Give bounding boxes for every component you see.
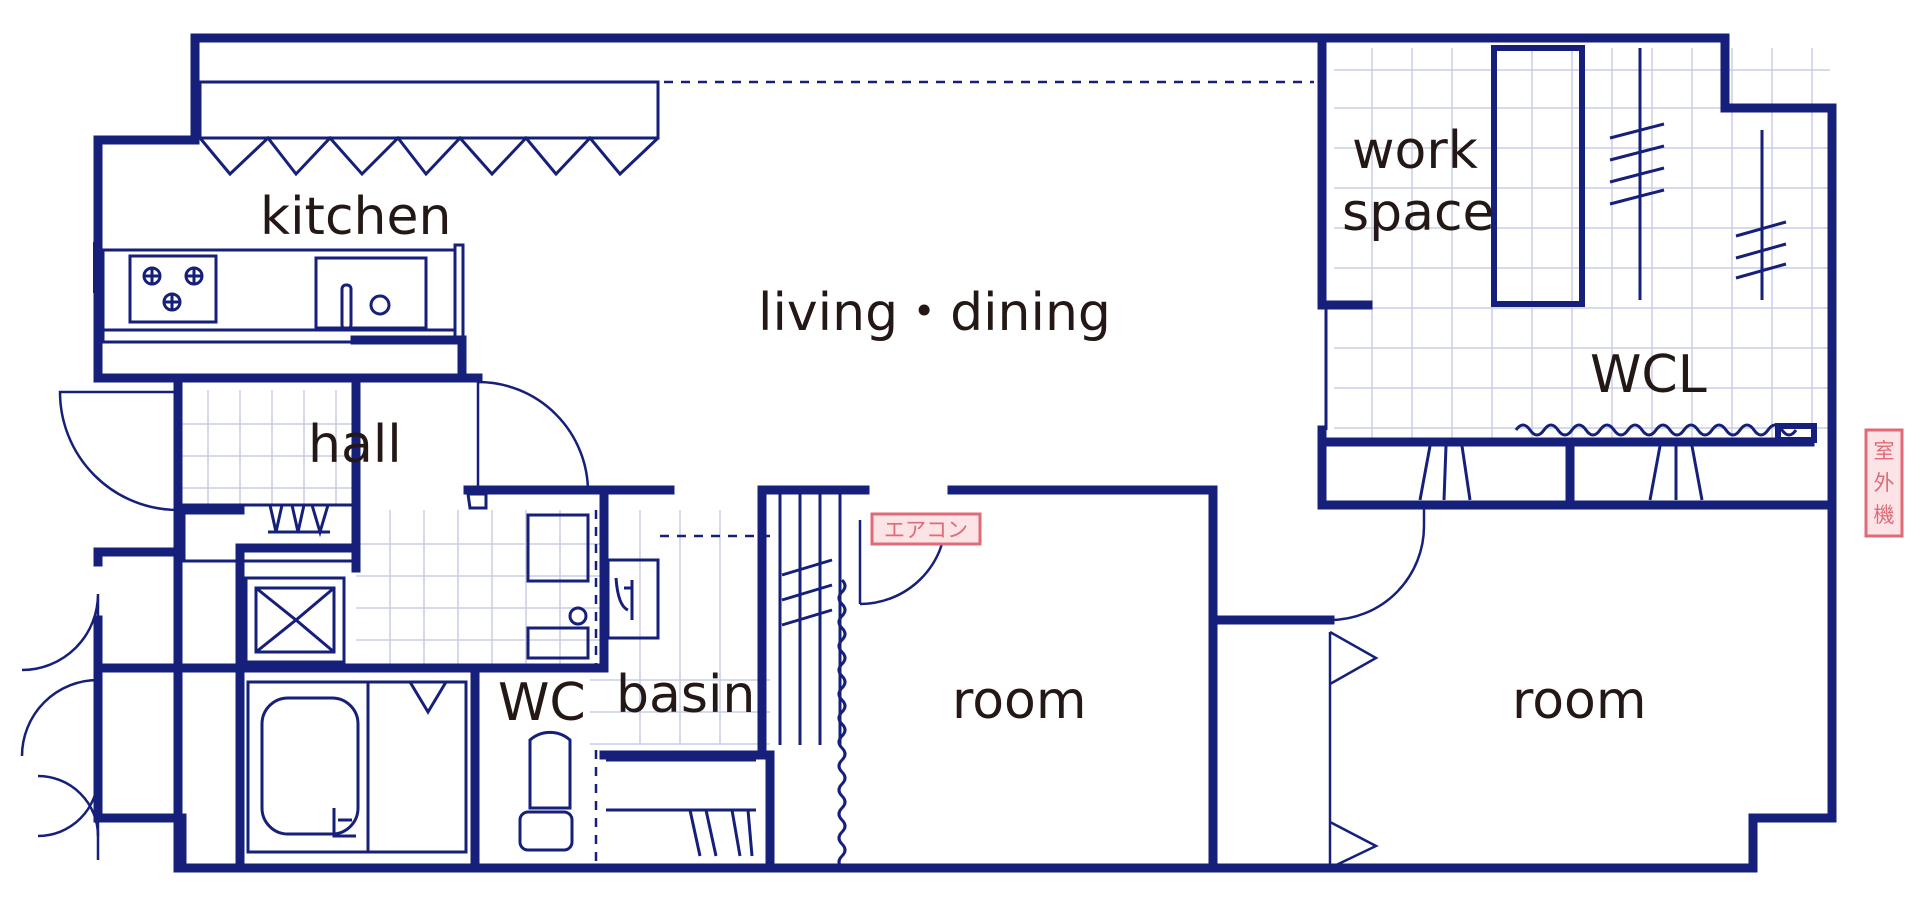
sink-icon: [314, 256, 428, 330]
air-conditioner-tag: エアコン: [870, 512, 982, 546]
stove-icon: [128, 254, 218, 324]
label-living-dining: living・dining: [758, 283, 1111, 343]
bathtub-icon: [246, 680, 468, 854]
right-room-closet-doors: [1328, 630, 1379, 870]
entrance-door: [58, 390, 179, 512]
label-kitchen: kitchen: [260, 187, 451, 247]
basin-fixtures: [466, 492, 770, 640]
right-room-door: [1329, 503, 1426, 622]
label-work-space-line1: work: [1352, 121, 1478, 181]
storage-shelves: [606, 490, 847, 870]
label-wc: WC: [498, 673, 586, 733]
left-closet-doors: [20, 593, 100, 860]
label-basin: basin: [616, 665, 755, 725]
air-conditioner-label: エアコン: [884, 518, 968, 542]
room-labels: kitchen living・dining work space WCL hal…: [260, 121, 1707, 733]
kitchen-upper-cabinets: [198, 80, 1314, 177]
label-hall: hall: [308, 415, 402, 475]
wc-room-fixtures: [518, 510, 598, 862]
kitchen-counter: [101, 243, 465, 344]
hall-shoe-cabinet: [182, 503, 356, 563]
label-work-space-line2: space: [1342, 183, 1495, 243]
hall-door: [476, 380, 590, 493]
outdoor-unit-tag: 室外機: [1864, 428, 1904, 538]
toilet-icon: [528, 730, 572, 810]
tile-grid-hall: [176, 390, 770, 745]
outdoor-unit-label: 室外機: [1874, 439, 1895, 527]
interior-walls: [93, 33, 1837, 873]
label-room-center: room: [952, 671, 1087, 731]
washing-machine-icon: [244, 576, 346, 664]
label-wcl: WCL: [1590, 345, 1707, 405]
wcl-fixtures: [1324, 45, 1817, 501]
label-room-right: room: [1512, 671, 1647, 731]
